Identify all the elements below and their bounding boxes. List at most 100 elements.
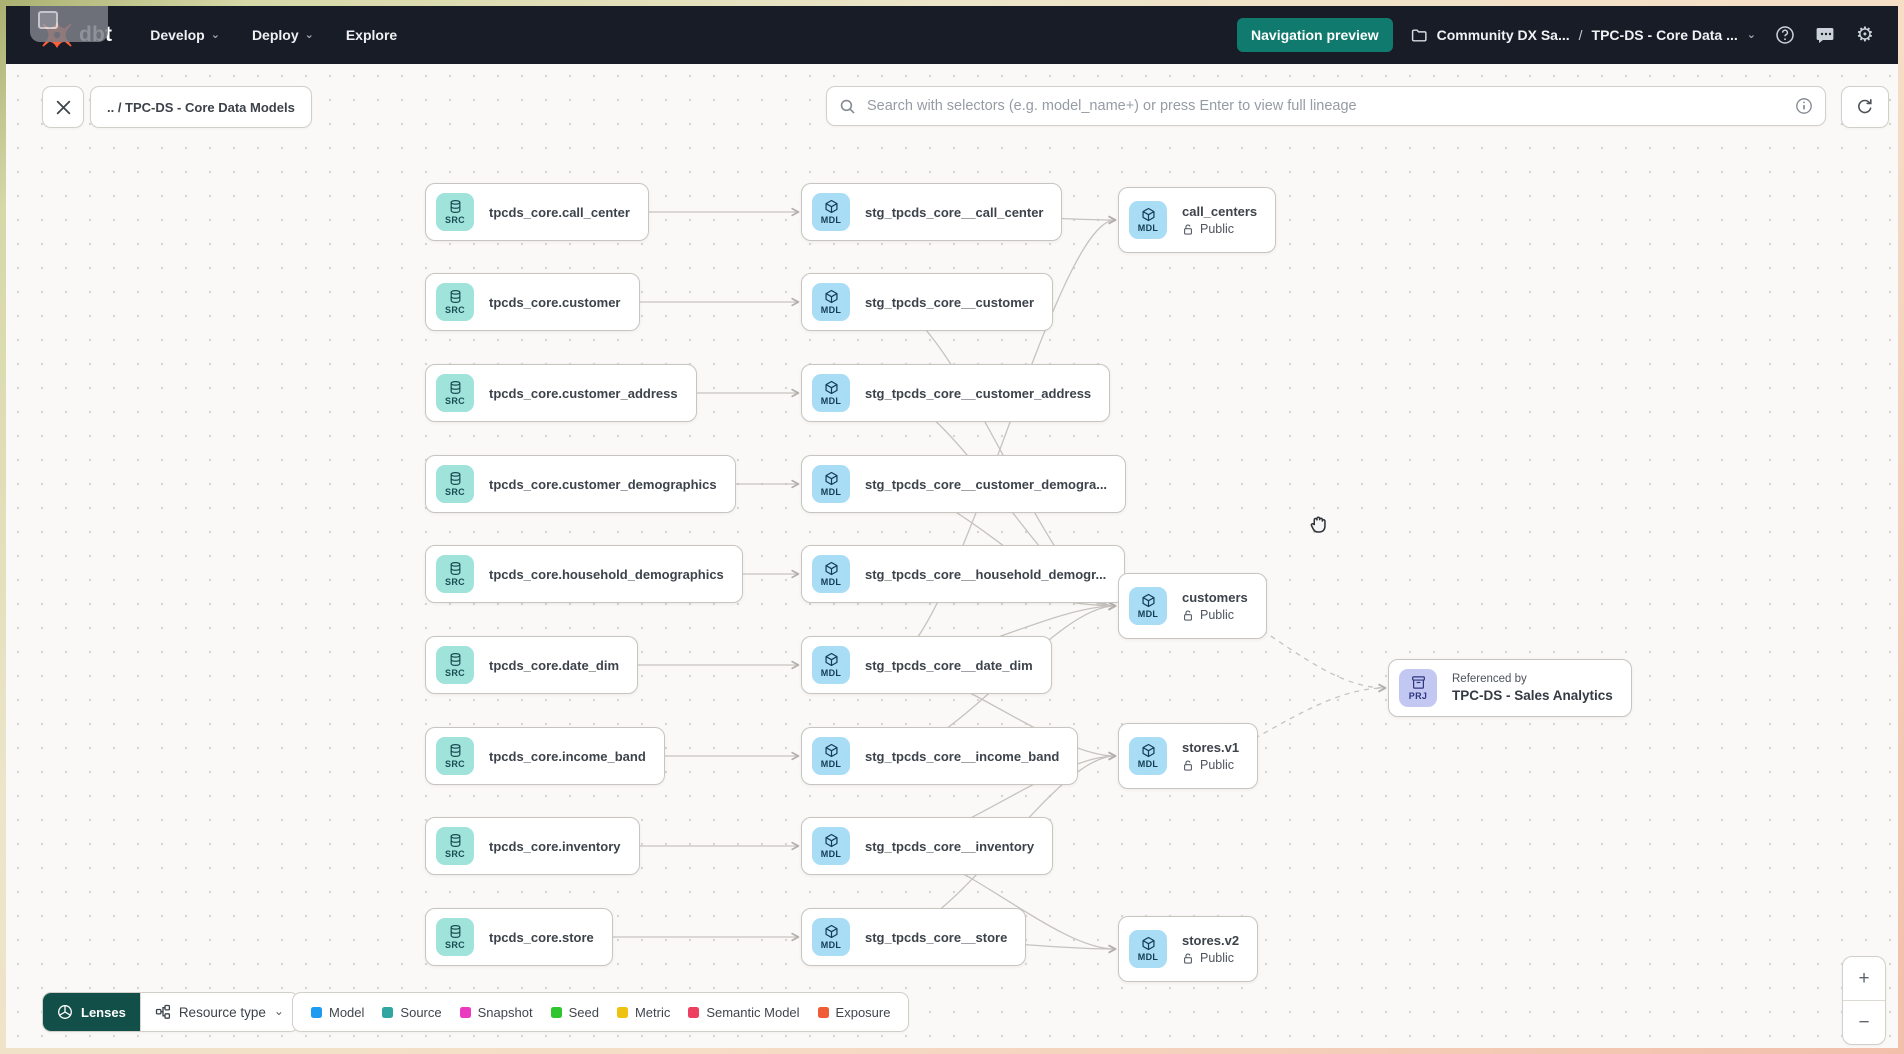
node-type-badge: MDL: [812, 465, 850, 503]
legend-item: Semantic Model: [688, 1005, 800, 1020]
node-label: tpcds_core.household_demographics: [489, 566, 724, 582]
badge-label: MDL: [1137, 223, 1159, 233]
breadcrumb-project[interactable]: Community DX Sa...: [1436, 27, 1570, 43]
lineage-search: [826, 86, 1826, 126]
chevron-down-icon[interactable]: ⌄: [1746, 28, 1756, 41]
resource-type-icon: [155, 1004, 170, 1019]
nav-item-develop[interactable]: Develop ⌄: [138, 18, 232, 52]
badge-label: MDL: [820, 396, 842, 406]
badge-label: SRC: [445, 396, 465, 406]
resource-type-dropdown[interactable]: Resource type ⌄: [139, 993, 298, 1031]
gear-icon[interactable]: ⚙: [1856, 24, 1874, 46]
badge-label: MDL: [1137, 759, 1159, 769]
window-artifact-icon: [38, 11, 58, 29]
node-type-badge: MDL: [812, 193, 850, 231]
badge-label: MDL: [820, 849, 842, 859]
node-type-badge: PRJ: [1399, 669, 1437, 707]
badge-label: SRC: [445, 577, 465, 587]
navigation-preview-button[interactable]: Navigation preview: [1237, 18, 1393, 52]
lineage-node-t8[interactable]: MDL stg_tpcds_core__inventory: [801, 817, 1054, 875]
feedback-icon[interactable]: [1814, 24, 1836, 46]
node-label: stg_tpcds_core__customer: [865, 294, 1035, 310]
lineage-node-s4[interactable]: SRC tpcds_core.customer_demographics: [425, 455, 736, 513]
lenses-label: Lenses: [81, 1004, 126, 1020]
badge-label: MDL: [820, 668, 842, 678]
main-nav: Develop ⌄ Deploy ⌄ Explore: [138, 18, 409, 52]
legend-item: Seed: [550, 1005, 599, 1020]
badge-label: SRC: [445, 215, 465, 225]
legend-swatch: [550, 1006, 562, 1018]
badge-label: MDL: [820, 487, 842, 497]
node-type-badge: SRC: [436, 283, 474, 321]
refresh-icon: [1858, 99, 1872, 114]
lineage-node-t3[interactable]: MDL stg_tpcds_core__customer_address: [801, 364, 1111, 422]
badge-label: MDL: [1137, 952, 1159, 962]
nav-item-label: Develop: [150, 27, 205, 43]
node-access: Public: [1182, 951, 1239, 965]
lenses-button[interactable]: Lenses: [43, 993, 140, 1031]
folder-icon: [1411, 28, 1427, 42]
node-type-badge: MDL: [812, 374, 850, 412]
node-label: tpcds_core.store: [489, 929, 594, 945]
refresh-lineage-button[interactable]: [1841, 86, 1889, 128]
window-artifact: [30, 6, 108, 42]
lineage-node-s5[interactable]: SRC tpcds_core.household_demographics: [425, 545, 743, 603]
breadcrumb[interactable]: Community DX Sa... / TPC-DS - Core Data …: [1411, 27, 1756, 44]
legend-swatch: [817, 1006, 829, 1018]
node-type-badge: MDL: [812, 918, 850, 956]
breadcrumb-separator: /: [1578, 27, 1583, 43]
badge-label: SRC: [445, 849, 465, 859]
legend-swatch: [688, 1006, 700, 1018]
badge-label: MDL: [820, 940, 842, 950]
nav-item-explore[interactable]: Explore: [334, 18, 409, 52]
breadcrumb-page[interactable]: TPC-DS - Core Data ...: [1591, 27, 1738, 43]
lock-open-icon: [1184, 953, 1192, 964]
close-lineage-button[interactable]: [42, 86, 84, 128]
lineage-node-t7[interactable]: MDL stg_tpcds_core__income_band: [801, 727, 1079, 785]
lineage-node-t5[interactable]: MDL stg_tpcds_core__household_demogr...: [801, 545, 1126, 603]
node-type-badge: SRC: [436, 646, 474, 684]
node-label: tpcds_core.customer_demographics: [489, 476, 717, 492]
zoom-out-button[interactable]: −: [1843, 1000, 1885, 1044]
node-label: stg_tpcds_core__household_demogr...: [865, 566, 1107, 582]
zoom-in-button[interactable]: +: [1858, 967, 1870, 989]
close-icon: [56, 100, 70, 114]
node-type-badge: SRC: [436, 193, 474, 231]
search-input[interactable]: [865, 97, 1795, 115]
chevron-down-icon: ⌄: [304, 28, 314, 41]
node-label: stg_tpcds_core__customer_address: [865, 385, 1092, 401]
lineage-breadcrumb-chip[interactable]: .. / TPC-DS - Core Data Models: [90, 86, 312, 128]
help-icon[interactable]: [1774, 24, 1796, 46]
node-type-badge: SRC: [436, 737, 474, 775]
chevron-down-icon: ⌄: [210, 28, 220, 41]
badge-label: SRC: [445, 940, 465, 950]
node-type-badge: SRC: [436, 827, 474, 865]
lock-open-icon: [1184, 610, 1192, 621]
node-type-badge: MDL: [812, 737, 850, 775]
node-type-badge: SRC: [436, 465, 474, 503]
lineage-node-s9[interactable]: SRC tpcds_core.store: [425, 908, 613, 966]
info-icon[interactable]: [1795, 97, 1813, 115]
node-label: stg_tpcds_core__inventory: [865, 838, 1035, 854]
nav-item-deploy[interactable]: Deploy ⌄: [240, 18, 326, 52]
node-label: stg_tpcds_core__income_band: [865, 748, 1060, 764]
node-label: call_centers: [1182, 204, 1258, 219]
badge-label: MDL: [820, 577, 842, 587]
